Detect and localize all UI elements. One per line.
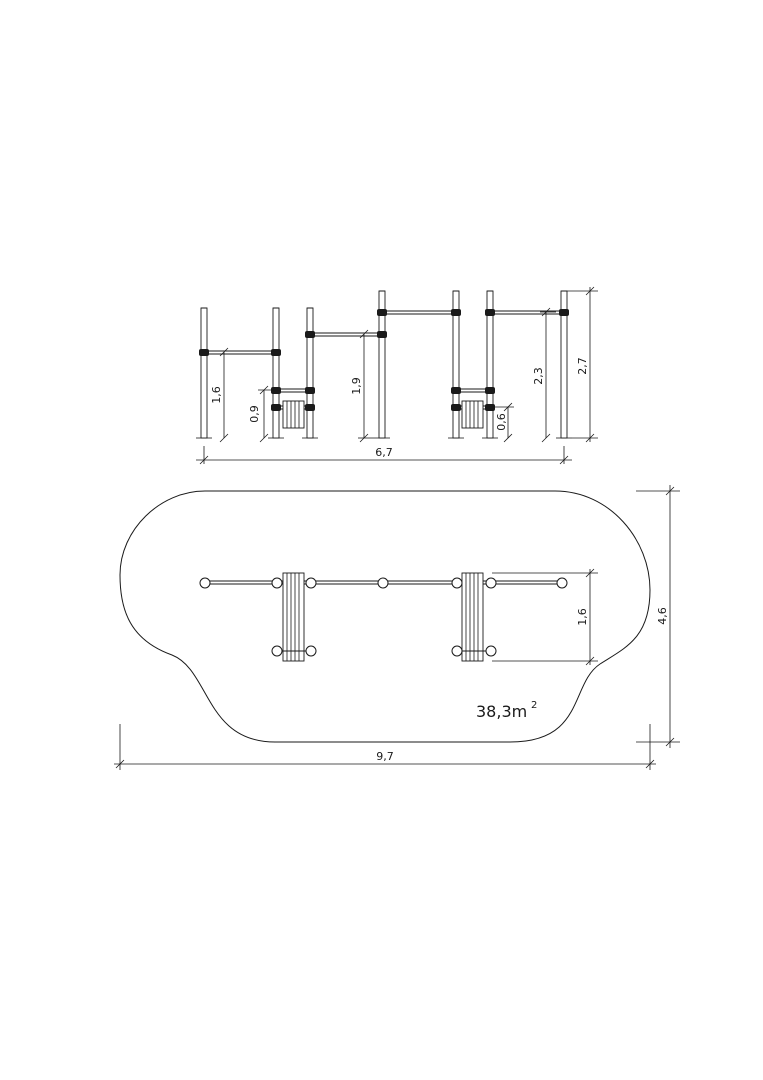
dim-bar-mid-label: 1,9: [350, 377, 363, 395]
dim-step-right: 0,6: [490, 402, 514, 443]
step-platform-left: [282, 400, 305, 429]
dim-bar-mid: 1,9: [350, 329, 374, 443]
dim-bar-high-label: 2,3: [532, 367, 545, 385]
dim-plan-width-label: 9,7: [376, 750, 394, 763]
step-platform-right: [461, 400, 484, 429]
dim-plan-depth-label: 4,6: [656, 607, 669, 625]
bar-clamps: [199, 309, 569, 411]
dim-post-height: 2,7: [567, 286, 598, 443]
area-value: 38,3m: [476, 702, 527, 721]
dim-post-height-label: 2,7: [576, 357, 589, 375]
dim-step-left: 0,9: [248, 385, 276, 443]
dim-bar-low-label: 1,6: [210, 386, 223, 404]
plan-view: 1,6 4,6 9,7 38,3m 2: [114, 485, 680, 770]
dim-bar-low: 1,6: [210, 347, 229, 443]
dim-plan-depth: 4,6: [636, 485, 680, 748]
dim-elevation-width-label: 6,7: [375, 446, 393, 459]
plan-step-right: [456, 572, 491, 662]
dim-step-right-label: 0,6: [495, 413, 508, 431]
plan-posts: [199, 577, 568, 657]
dim-step-left-label: 0,9: [248, 405, 261, 423]
area-exponent: 2: [531, 700, 537, 711]
posts: [200, 290, 568, 439]
area-label: 38,3m 2: [476, 700, 537, 721]
dim-plan-width: 9,7: [114, 724, 656, 770]
plan-step-left: [276, 572, 311, 662]
dim-inner-depth-label: 1,6: [576, 608, 589, 626]
safety-area-outline: [119, 490, 651, 743]
dim-elevation-width: 6,7: [196, 446, 572, 465]
dim-inner-depth: 1,6: [492, 568, 598, 666]
dim-bar-high: 2,3: [532, 307, 556, 443]
elevation-view: 1,6 0,9 1,9 0,6: [196, 286, 598, 465]
